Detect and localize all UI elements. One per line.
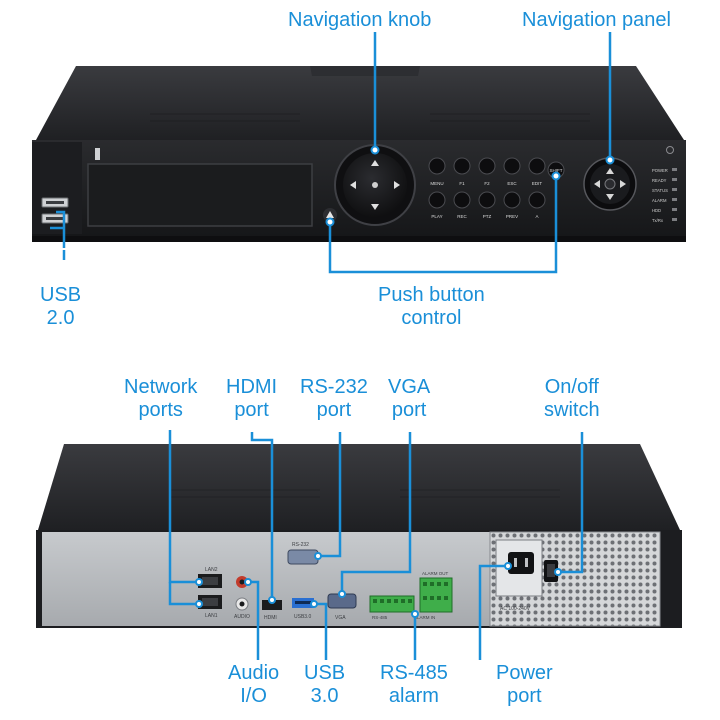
front-usb-ports	[41, 197, 69, 224]
status-led-label: HDD	[652, 208, 661, 213]
power-inlet	[508, 552, 534, 574]
hdmi-label: HDMI	[264, 615, 277, 621]
usb3-ports	[292, 598, 314, 608]
key-label: PLAY	[431, 214, 442, 219]
key-label: PTZ	[483, 214, 492, 219]
front-device: MENU F1 F2 ESC EDIT PLAY REC PTZ PREV A SHIF…	[32, 66, 686, 242]
hdmi-connector	[262, 600, 282, 610]
power-rating-label: AC 100-240V	[500, 606, 531, 612]
key-label: F1	[459, 181, 465, 186]
rs232-connector	[287, 549, 319, 565]
key-label: EDIT	[532, 181, 543, 186]
vga-label: VGA	[335, 615, 346, 621]
lan1-label: LAN1	[205, 613, 218, 619]
rs485-alarm-terminals	[369, 577, 453, 613]
key-label: A	[535, 214, 538, 219]
label-push-button-control: Push button control	[378, 284, 485, 329]
rs485-label: RS-485	[372, 615, 388, 620]
label-onoff-switch: On/off switch	[544, 376, 600, 421]
status-leds: POWER READY STATUS ALARM HDD Tx/Rx	[652, 146, 677, 223]
label-network-ports: Network ports	[124, 376, 198, 421]
key-label: MENU	[430, 181, 443, 186]
push-button-grid: MENU F1 F2 ESC EDIT PLAY REC PTZ PREV A SHIF…	[428, 157, 565, 219]
front-top-surface	[36, 66, 684, 140]
label-audio-io: Audio I/O	[228, 662, 280, 707]
label-rs485-alarm: RS-485 alarm	[380, 662, 448, 707]
status-led-label: ALARM	[652, 198, 667, 203]
label-usb-front: USB 2.0	[40, 284, 82, 329]
status-led-label: POWER	[652, 168, 668, 173]
rear-device: AC 100-240V LAN2 LAN1 AUDIO HDMI USB3.0 …	[36, 444, 682, 628]
drive-bay-door	[87, 163, 313, 227]
navigation-panel	[583, 157, 637, 211]
lan2-label: LAN2	[205, 567, 218, 573]
audio-jacks	[235, 576, 249, 611]
usb3-label: USB3.0	[294, 614, 311, 620]
callout-dots	[195, 145, 615, 618]
navigation-knob	[334, 144, 416, 226]
audio-label: AUDIO	[234, 614, 250, 620]
network-ports	[198, 574, 222, 609]
rs232-label: RS-232	[292, 542, 309, 548]
label-hdmi-port: HDMI port	[226, 376, 278, 421]
label-power-port: Power port	[496, 662, 553, 707]
alarm-in-label: ALARM IN	[414, 615, 435, 620]
key-label: REC	[457, 214, 467, 219]
key-label: ESC	[507, 181, 517, 186]
key-label: PREV	[506, 214, 518, 219]
label-rs232-port: RS-232 port	[300, 376, 368, 421]
label-navigation-panel: Navigation panel	[522, 9, 671, 31]
label-vga-port: VGA port	[388, 376, 431, 421]
alarm-out-label: ALARM OUT	[422, 571, 449, 576]
label-navigation-knob: Navigation knob	[288, 9, 432, 31]
label-usb-back: USB 3.0	[304, 662, 346, 707]
shift-key-label: SHIFT	[550, 168, 563, 173]
status-led-label: Tx/Rx	[652, 218, 664, 223]
status-led-label: STATUS	[652, 188, 668, 193]
status-led-label: READY	[652, 178, 667, 183]
key-label: F2	[484, 181, 490, 186]
rear-top-surface	[38, 444, 680, 530]
callout-lines	[50, 32, 612, 660]
